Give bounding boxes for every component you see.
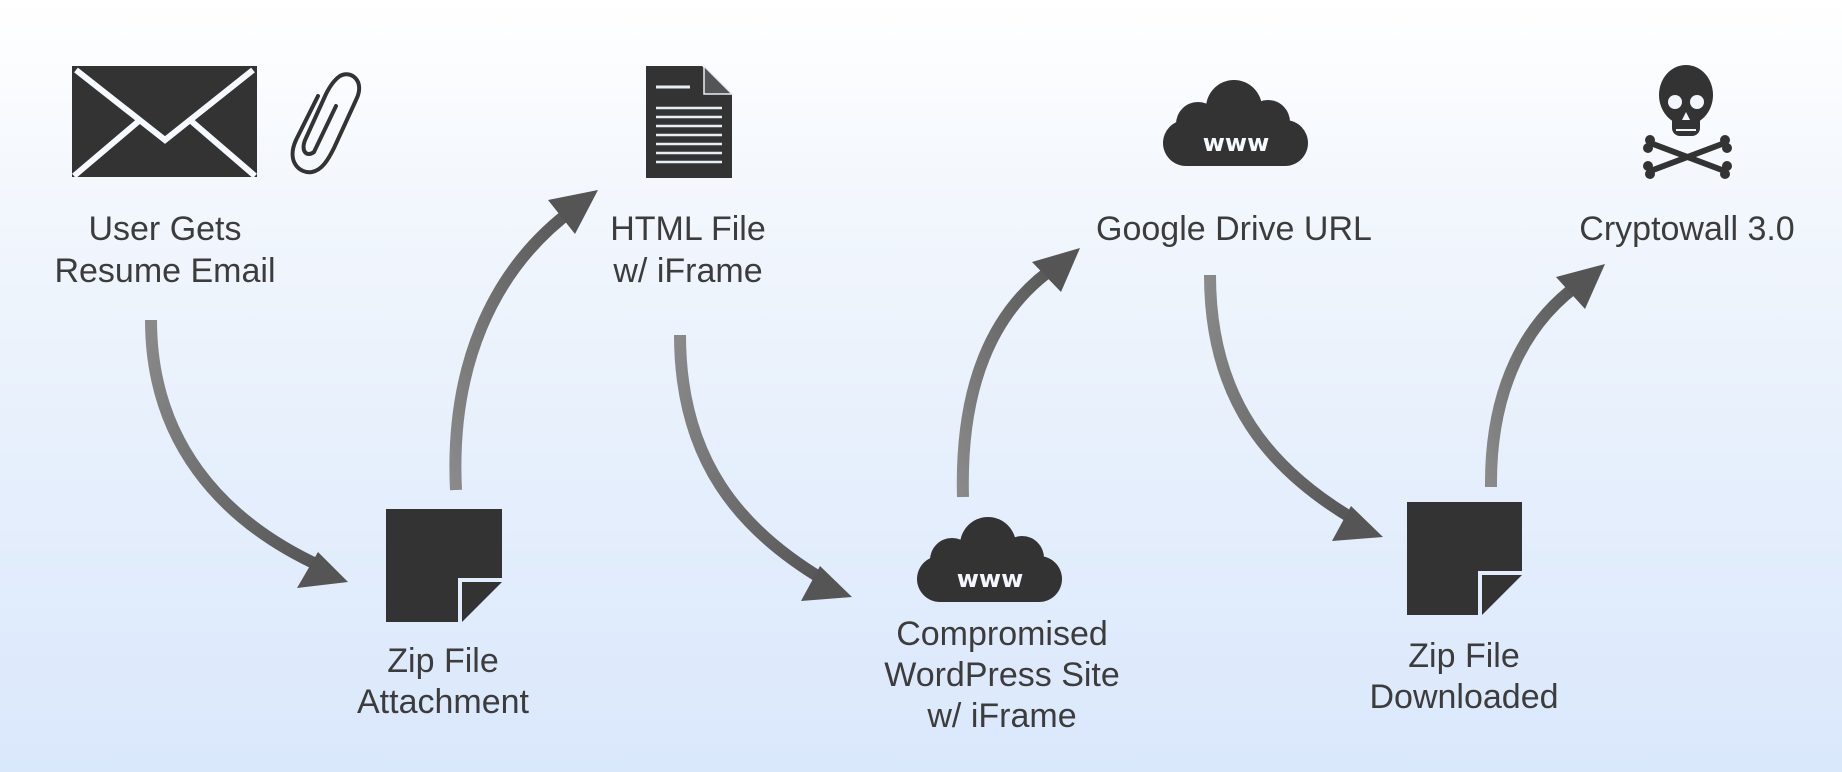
node-cryptowall: Cryptowall 3.0	[1579, 65, 1795, 248]
node-label-line: HTML File	[610, 210, 766, 248]
edge-email-to-zip	[145, 319, 348, 588]
edge-wordpress-to-drive	[956, 248, 1080, 498]
node-html-file: HTML File w/ iFrame	[610, 64, 766, 290]
node-label-line: Resume Email	[54, 252, 275, 290]
node-label-line: User Gets	[88, 210, 241, 248]
node-zip-attachment: Zip File Attachment	[357, 509, 530, 721]
node-label-line: Compromised	[896, 615, 1108, 653]
edge-zip-to-cryptowall	[1484, 264, 1605, 488]
cloud-www-icon: www	[917, 517, 1062, 602]
node-label-line: Downloaded	[1369, 678, 1558, 716]
zip-file-icon	[1407, 502, 1522, 615]
cloud-label: www	[957, 565, 1024, 593]
node-label-line: w/ iFrame	[926, 697, 1076, 735]
cloud-label: www	[1203, 129, 1270, 157]
node-label-line: w/ iFrame	[612, 252, 762, 290]
cloud-www-icon: www	[1163, 80, 1308, 166]
edge-html-to-wordpress	[674, 334, 852, 601]
skull-crossbones-icon	[1643, 65, 1732, 179]
node-label-line: Google Drive URL	[1096, 210, 1372, 248]
node-label-line: Zip File	[1408, 637, 1519, 675]
node-zip-downloaded: Zip File Downloaded	[1369, 502, 1559, 716]
node-label-line: Attachment	[357, 683, 530, 721]
node-label-line: Cryptowall 3.0	[1579, 210, 1794, 248]
node-wordpress: www Compromised WordPress Site w/ iFrame	[884, 517, 1120, 735]
paperclip-icon	[290, 72, 362, 175]
node-google-drive: www Google Drive URL	[1096, 80, 1372, 248]
node-email: User Gets Resume Email	[54, 66, 362, 290]
edge-zip-to-html	[449, 190, 598, 491]
document-icon	[646, 64, 734, 178]
envelope-icon	[72, 66, 257, 179]
node-label-line: WordPress Site	[884, 656, 1120, 694]
node-label-line: Zip File	[387, 642, 498, 680]
edge-drive-to-zip	[1204, 274, 1383, 541]
zip-file-icon	[386, 509, 502, 622]
